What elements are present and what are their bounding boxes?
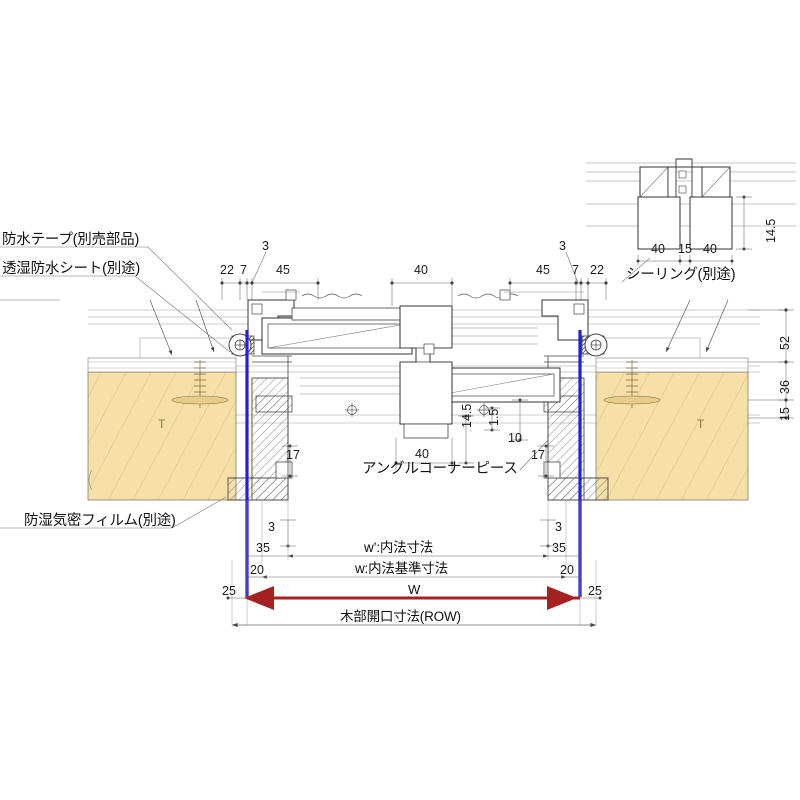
dim-bottom-35-right: 35 <box>552 541 566 555</box>
dim-center-10: 10 <box>508 431 522 445</box>
dim-bottom-25-right: 25 <box>588 584 602 598</box>
sash-upper-left <box>261 307 538 355</box>
top-dimension-chain <box>221 251 607 306</box>
dim-top-left-3: 3 <box>262 239 269 253</box>
note-vapour-film: 防湿気密フィルム(別途) <box>24 513 176 529</box>
dim-detail-40-right: 40 <box>703 242 717 256</box>
dim-left-jamb-3: 3 <box>268 520 275 534</box>
note-waterproof-tape: 防水テープ(別売部品) <box>2 232 140 248</box>
dim-top-right-22: 22 <box>590 263 604 277</box>
mark-wall-thickness-right: T <box>697 417 705 431</box>
note-breather-sheet: 透湿防水シート(別途) <box>2 261 140 277</box>
dim-center-14-5: 14.5 <box>460 403 474 428</box>
dim-top-right-45: 45 <box>536 263 550 277</box>
dim-detail-40-left: 40 <box>651 242 665 256</box>
mark-wall-thickness-left: T <box>158 417 166 431</box>
dim-top-left-45: 45 <box>276 263 290 277</box>
right-jamb-frame <box>541 299 609 501</box>
dim-top-center-40: 40 <box>414 263 428 277</box>
meeting-stile <box>262 289 584 439</box>
caption-W: W <box>408 582 421 597</box>
dim-detail-14-5: 14.5 <box>764 218 778 243</box>
caption-row: 木部開口寸法(ROW) <box>340 609 461 624</box>
dim-right-36: 36 <box>778 380 792 394</box>
right-vertical-dim-chain <box>748 309 794 419</box>
dim-top-left-7: 7 <box>240 263 247 277</box>
dim-bottom-20-right: 20 <box>560 563 574 577</box>
dim-right-jamb-3: 3 <box>555 520 562 534</box>
center-marks <box>345 403 491 417</box>
dim-bottom-35-left: 35 <box>256 541 270 555</box>
dim-detail-15: 15 <box>678 242 692 256</box>
dim-top-right-7: 7 <box>572 263 579 277</box>
note-leaders <box>0 246 233 529</box>
dim-right-jamb-17: 17 <box>531 448 545 462</box>
detail-top-right <box>586 158 796 283</box>
dim-left-jamb-17: 17 <box>286 448 300 462</box>
dim-bottom-20-left: 20 <box>250 563 264 577</box>
note-angle-corner-piece: アングルコーナーピース <box>362 461 518 477</box>
right-wall-section <box>595 299 749 501</box>
left-wall-section <box>87 299 237 501</box>
dim-top-right-3: 3 <box>559 239 566 253</box>
dim-center-40: 40 <box>415 447 429 461</box>
bottom-dimension-chains <box>226 500 602 628</box>
top-dim-ticks <box>220 281 608 285</box>
dim-right-15: 15 <box>778 407 792 421</box>
caption-w-prime: w’:内法寸法 <box>364 540 434 555</box>
dim-top-left-22: 22 <box>220 263 234 277</box>
dim-right-52: 52 <box>778 336 792 350</box>
caption-w: w:内法基準寸法 <box>355 561 448 576</box>
note-sealing: シーリング(別途) <box>626 267 736 283</box>
dim-bottom-25-left: 25 <box>222 584 236 598</box>
dim-center-1-5: 1.5 <box>487 408 501 426</box>
